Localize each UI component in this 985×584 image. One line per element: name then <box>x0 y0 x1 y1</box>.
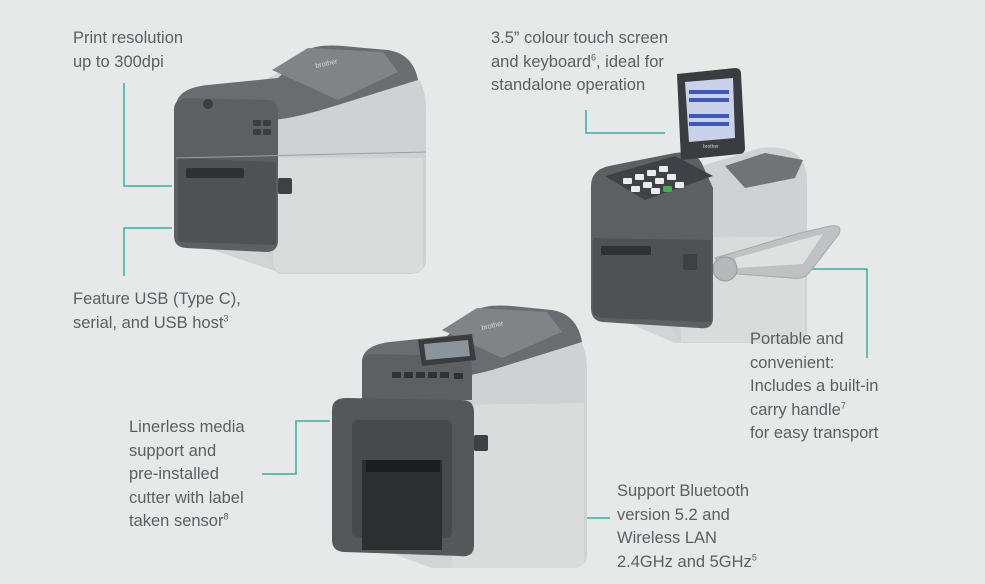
connector-touchscreen <box>585 110 665 134</box>
connector-linerless <box>262 420 330 475</box>
callout-bluetooth-line1: Support Bluetooth <box>617 482 750 500</box>
callout-bluetooth-line2: version 5.2 and <box>617 505 730 524</box>
callout-usb: Feature USB (Type C), serial, and USB ho… <box>73 288 241 335</box>
callout-touchscreen: 3.5” colour touch screen and keyboard6, … <box>491 27 668 98</box>
callout-portable-line4: carry handle <box>750 400 841 419</box>
footnote-5: 5 <box>751 552 757 562</box>
callout-print-resolution: Print resolution up to 300dpi <box>73 27 183 74</box>
connector-resolution <box>123 83 172 187</box>
callout-portable-line3: Includes a built-in <box>750 377 879 395</box>
callout-bluetooth-line4: 2.4GHz and 5GHz <box>617 552 752 571</box>
callout-linerless: Linerless media support and pre-installe… <box>129 416 245 534</box>
callout-usb-line1: Feature USB (Type C), <box>73 290 241 308</box>
callout-usb-line2: serial, and USB host <box>73 313 224 332</box>
callout-portable-line5: for easy transport <box>750 424 879 442</box>
callout-linerless-line3: pre-installed <box>129 465 219 483</box>
callout-portable: Portable and convenient: Includes a buil… <box>750 328 878 446</box>
printer-touchscreen-image: brother <box>591 68 841 343</box>
callout-resolution-line2: up to 300dpi <box>73 52 164 71</box>
callout-touchscreen-line3: standalone operation <box>491 76 646 94</box>
callout-bluetooth-line3: Wireless LAN <box>617 529 717 547</box>
footnote-3: 3 <box>223 313 229 323</box>
callout-bluetooth: Support Bluetooth version 5.2 and Wirele… <box>617 480 757 574</box>
callout-touchscreen-line2a: and keyboard <box>491 52 591 71</box>
connector-portable <box>805 268 868 358</box>
printer-linerless-image: brother <box>332 305 587 568</box>
footnote-7: 7 <box>840 400 846 410</box>
footnote-6: 6 <box>591 52 597 62</box>
callout-linerless-line2: support and <box>129 441 217 460</box>
printer-standard-image: brother <box>174 45 427 274</box>
footnote-8: 8 <box>223 511 229 522</box>
callout-linerless-line4: cutter with label <box>129 488 244 507</box>
svg-text:brother: brother <box>481 320 505 332</box>
callout-linerless-line1: Linerless media <box>129 418 245 436</box>
brand-logo: brother <box>315 58 339 70</box>
callout-portable-line1: Portable and <box>750 330 844 348</box>
svg-text:brother: brother <box>703 144 719 150</box>
callout-portable-line2: convenient: <box>750 353 835 372</box>
callout-touchscreen-line2b: , ideal for <box>596 52 664 71</box>
connector-usb <box>123 227 172 276</box>
callout-resolution-line1: Print resolution <box>73 29 184 47</box>
callout-linerless-line5: taken sensor <box>129 512 224 530</box>
callout-touchscreen-line1: 3.5” colour touch screen <box>491 29 669 47</box>
